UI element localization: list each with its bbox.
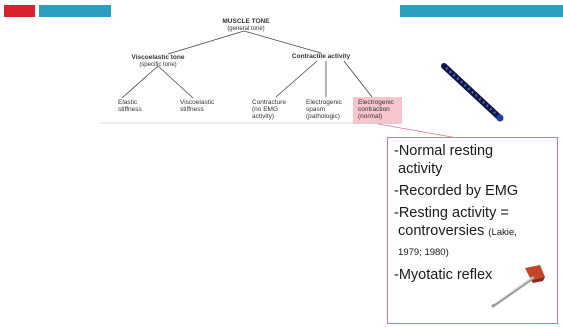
leaf-spasm-sub: spasm: [306, 106, 325, 113]
header-blue-bar-left: [39, 5, 111, 17]
leaf-elastic-sub: stiffness: [118, 106, 142, 113]
leaf-viscoelastic-stiffness: Viscoelastic: [180, 99, 215, 106]
header-red-bar: [4, 5, 35, 17]
info-box: -Normal resting activity -Recorded by EM…: [387, 137, 558, 324]
leaf-contracture-sub: (no EMG: [252, 106, 278, 113]
leaf-contraction: Electrogenic: [358, 99, 395, 106]
leaf-spasm: Electrogenic: [306, 99, 343, 106]
bullet-myotatic-reflex: -Myotatic reflex: [394, 267, 493, 283]
node-root: MUSCLE TONE: [222, 18, 270, 25]
node-viscoelastic-sub: (specific tone): [139, 62, 176, 68]
bullet-normal-resting: -Normal resting activity: [394, 143, 494, 177]
leaf-contraction-sub2: (normal): [358, 113, 382, 120]
emg-needle-icon: [441, 63, 504, 122]
header-blue-bar-right: [400, 5, 563, 17]
leaf-elastic: Elastic: [118, 99, 138, 106]
bullet-recorded-emg: -Recorded by EMG: [394, 183, 519, 199]
reflex-hammer-icon: [491, 265, 545, 308]
node-viscoelastic: Viscoelastic tone: [132, 54, 185, 61]
leaf-spasm-sub2: (pathologic): [306, 113, 340, 120]
leaf-contracture: Contracture: [252, 99, 286, 106]
node-root-sub: (general tone): [227, 26, 264, 32]
leaf-viscoelastic-stiffness-sub: stiffness: [180, 106, 204, 113]
tree-lines: [100, 30, 400, 124]
node-contractile: Contractile activity: [292, 53, 351, 60]
leaf-contraction-sub: contraction: [358, 106, 390, 113]
leaf-contracture-sub2: activity): [252, 113, 274, 120]
highlight-normal-contraction: [353, 97, 402, 124]
bullet-resting-activity: -Resting activity = controversies (Lakie…: [394, 205, 517, 258]
